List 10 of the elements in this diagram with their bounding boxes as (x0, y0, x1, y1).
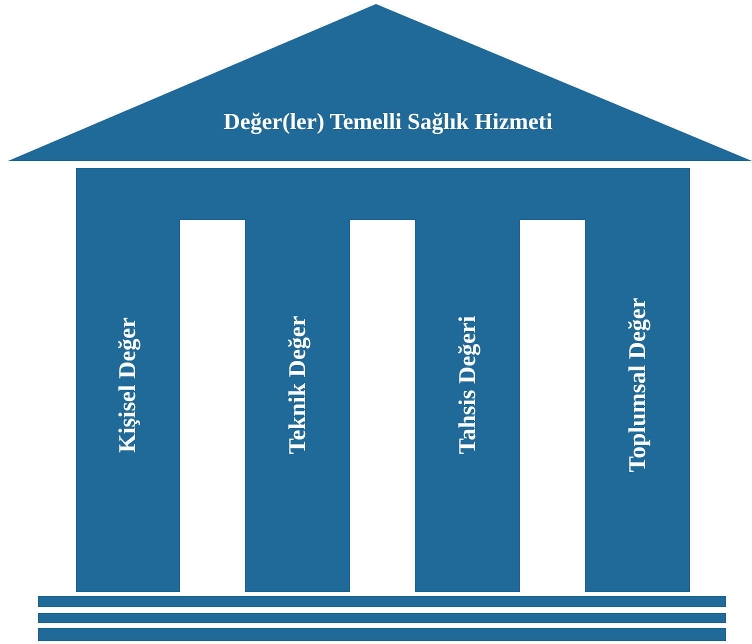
pillar-label: Tahsis Değeri (456, 316, 480, 454)
roof-title: Değer(ler) Temelli Sağlık Hizmeti (222, 108, 554, 136)
pillar (585, 218, 690, 592)
pillar (76, 218, 180, 592)
roof-triangle (8, 4, 752, 162)
pillar-label: Kişisel Değer (116, 317, 140, 453)
pillar-label: Toplumsal Değer (626, 298, 650, 472)
pillar (245, 218, 350, 592)
pillar (415, 218, 520, 592)
pillar-label: Teknik Değer (286, 316, 310, 454)
